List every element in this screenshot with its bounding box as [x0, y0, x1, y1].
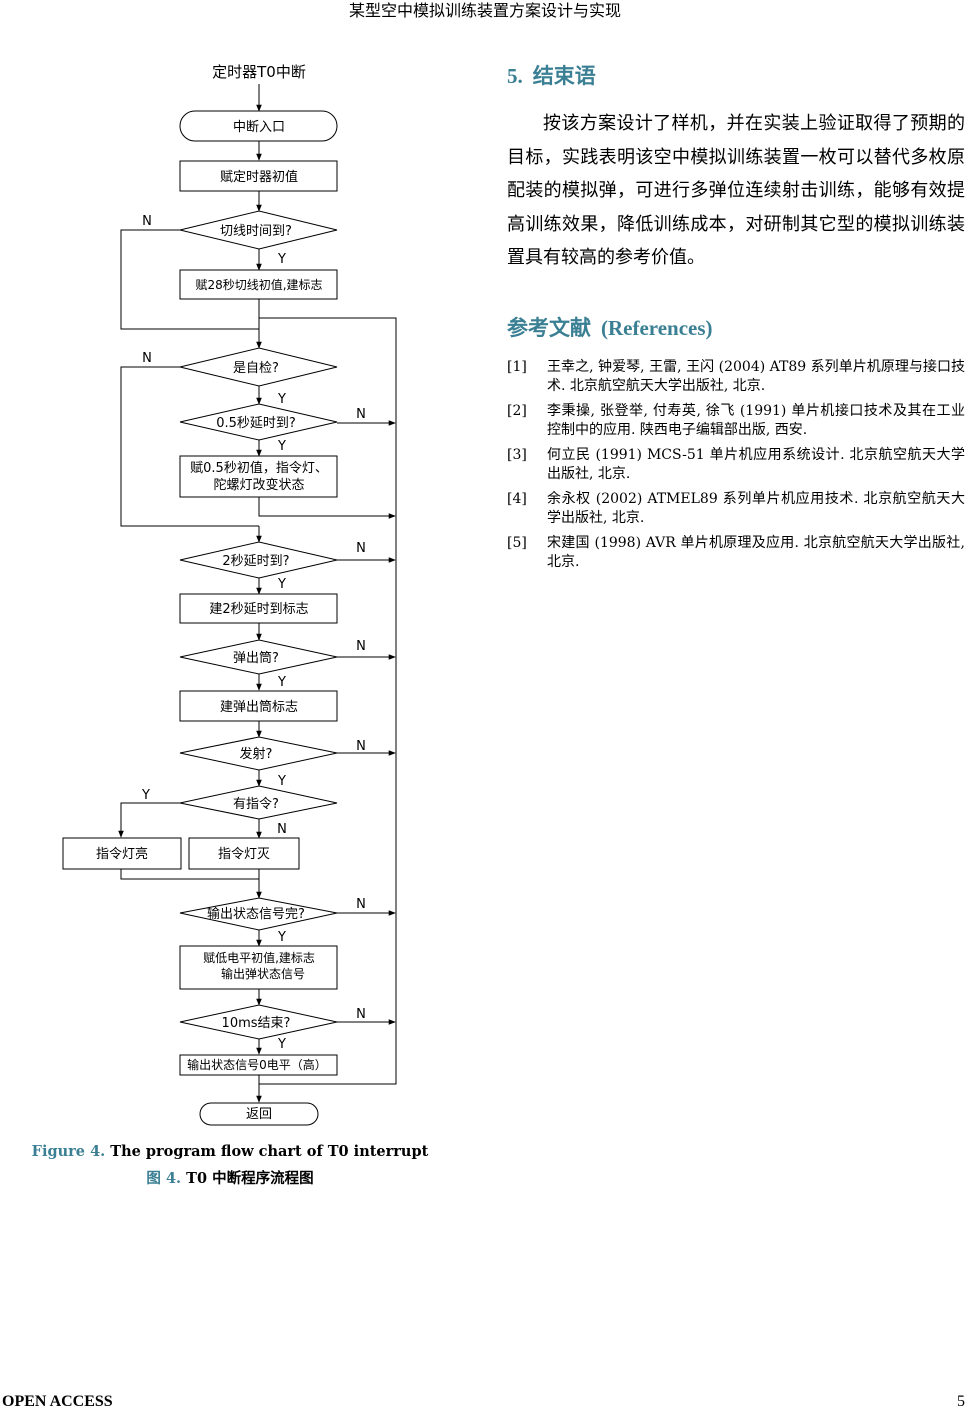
reference-text: 李秉操, 张登举, 付寿英, 徐飞 (1991) 单片机接口技术及其在工业控制中…: [547, 403, 965, 438]
branch-label: Y: [277, 439, 286, 454]
reference-item: [3] 何立民 (1991) MCS-51 单片机应用系统设计. 北京航空航天大…: [507, 446, 965, 484]
lamp-off-box: [188, 837, 300, 870]
reference-text: 余永权 (2002) ATMEL89 系列单片机应用技术. 北京航空航天大学出版…: [547, 491, 965, 526]
output-done-label: 输出状态信号完?: [207, 906, 305, 922]
reference-number: [4]: [507, 491, 527, 507]
section-title: 结束语: [532, 64, 596, 88]
set-28s-box: [179, 269, 338, 300]
set-05s-label-1: 赋0.5秒初值，指令灯、: [190, 460, 328, 476]
init-timer-label: 赋定时器初值: [220, 169, 298, 185]
branch-label: N: [277, 822, 287, 837]
branch-label: Y: [277, 252, 286, 267]
set-2s-box: [179, 593, 338, 624]
launch-decision: [179, 736, 338, 771]
branch-label: Y: [277, 1037, 286, 1052]
reference-text: 王幸之, 钟爱琴, 王雷, 王闪 (2004) AT89 系列单片机原理与接口技…: [547, 359, 965, 394]
out-high-label: 输出状态信号0电平（高）: [187, 1057, 327, 1072]
return-label: 返回: [246, 1107, 272, 1122]
launch-label: 发射?: [240, 746, 273, 762]
set-eject-label: 建弹出筒标志: [220, 699, 298, 715]
figure-caption-cn: 图 4. T0 中断程序流程图: [0, 1167, 460, 1188]
figure-caption-cn-text: T0 中断程序流程图: [186, 1170, 314, 1187]
eject-decision: [179, 639, 338, 675]
set-eject-box: [179, 690, 338, 722]
delay-10ms-label: 10ms结束?: [222, 1016, 291, 1031]
delay-2s-decision: [179, 541, 338, 579]
figure-caption-en-text: The program flow chart of T0 interrupt: [110, 1143, 429, 1160]
branch-label: Y: [277, 577, 286, 592]
out-high-box: [179, 1054, 338, 1076]
lamp-on-box: [62, 837, 182, 870]
reference-number: [3]: [507, 447, 527, 463]
set-low-box: [179, 945, 338, 990]
cut-time-decision: [179, 210, 338, 250]
delay-10ms-decision: [179, 1004, 338, 1040]
branch-label: N: [356, 739, 366, 754]
reference-text: 何立民 (1991) MCS-51 单片机应用系统设计. 北京航空航天大学出版社…: [547, 447, 965, 482]
cut-time-label: 切线时间到?: [220, 224, 292, 239]
branch-label: Y: [277, 392, 286, 407]
output-done-decision: [179, 897, 338, 931]
references-list: [1] 王幸之, 钟爱琴, 王雷, 王闪 (2004) AT89 系列单片机原理…: [507, 358, 965, 578]
reference-number: [2]: [507, 403, 527, 419]
delay-05s-decision: [179, 403, 338, 441]
command-label: 有指令?: [233, 797, 279, 812]
reference-item: [5] 宋建国 (1998) AVR 单片机原理及应用. 北京航空航天大学出版社…: [507, 534, 965, 572]
branch-label: N: [356, 1007, 366, 1022]
figure-caption-cn-label: 图 4.: [146, 1170, 182, 1187]
branch-label: Y: [277, 774, 286, 789]
reference-text: 宋建国 (1998) AVR 单片机原理及应用. 北京航空航天大学出版社, 北京…: [547, 535, 965, 570]
lamp-off-label: 指令灯灭: [218, 847, 270, 862]
reference-item: [1] 王幸之, 钟爱琴, 王雷, 王闪 (2004) AT89 系列单片机原理…: [507, 358, 965, 396]
running-header: 某型空中模拟训练装置方案设计与实现: [348, 1, 621, 20]
set-05s-label-2: 陀螺灯改变状态: [213, 477, 304, 493]
figure-caption-en-label: Figure 4.: [31, 1143, 106, 1160]
set-05s-box: [179, 455, 338, 498]
delay-2s-label: 2秒延时到?: [222, 554, 289, 569]
reference-item: [4] 余永权 (2002) ATMEL89 系列单片机应用技术. 北京航空航天…: [507, 490, 965, 528]
branch-label: N: [356, 541, 366, 556]
references-heading: 参考文献 (References): [507, 312, 713, 342]
entry-label: 中断入口: [233, 120, 285, 135]
set-28s-label: 赋28秒切线初值,建标志: [195, 277, 322, 292]
references-title-en: (References): [601, 316, 713, 340]
delay-05s-label: 0.5秒延时到?: [216, 416, 296, 431]
branch-label: N: [356, 897, 366, 912]
figure-caption-en: Figure 4. The program flow chart of T0 i…: [0, 1143, 460, 1160]
set-low-label-1: 赋低电平初值,建标志: [203, 950, 315, 965]
reference-number: [1]: [507, 359, 527, 375]
lamp-on-label: 指令灯亮: [96, 846, 148, 862]
set-2s-label: 建2秒延时到标志: [209, 602, 308, 617]
branch-label: N: [356, 639, 366, 654]
set-low-label-2: 输出弹状态信号: [221, 966, 305, 981]
footer-open-access: OPEN ACCESS: [2, 1393, 113, 1410]
page-number: 5: [957, 1393, 965, 1410]
command-decision: [179, 785, 338, 820]
entry-terminal: [179, 110, 338, 142]
branch-label: N: [356, 407, 366, 422]
references-title-cn: 参考文献: [507, 316, 591, 340]
branch-label: Y: [141, 788, 150, 803]
branch-label: N: [142, 351, 152, 366]
flowchart: 定时器T0中断 中断入口 赋定时器初值 切线时间到? 赋28秒切线初值,建标志 …: [62, 63, 397, 1126]
return-terminal: [199, 1102, 319, 1126]
section-number: 5.: [507, 64, 523, 88]
branch-label: N: [142, 214, 152, 229]
branch-label: Y: [277, 930, 286, 945]
flowchart-title: 定时器T0中断: [212, 63, 306, 81]
self-test-decision: [179, 347, 338, 387]
reference-number: [5]: [507, 535, 527, 551]
branch-label: Y: [277, 675, 286, 690]
eject-label: 弹出筒?: [233, 650, 279, 666]
conclusion-heading: 5. 结束语: [507, 60, 596, 90]
reference-item: [2] 李秉操, 张登举, 付寿英, 徐飞 (1991) 单片机接口技术及其在工…: [507, 402, 965, 440]
self-test-label: 是自检?: [233, 361, 279, 376]
conclusion-body: 按该方案设计了样机，并在实装上验证取得了预期的目标，实践表明该空中模拟训练装置一…: [507, 113, 965, 268]
init-timer-box: [179, 160, 338, 192]
